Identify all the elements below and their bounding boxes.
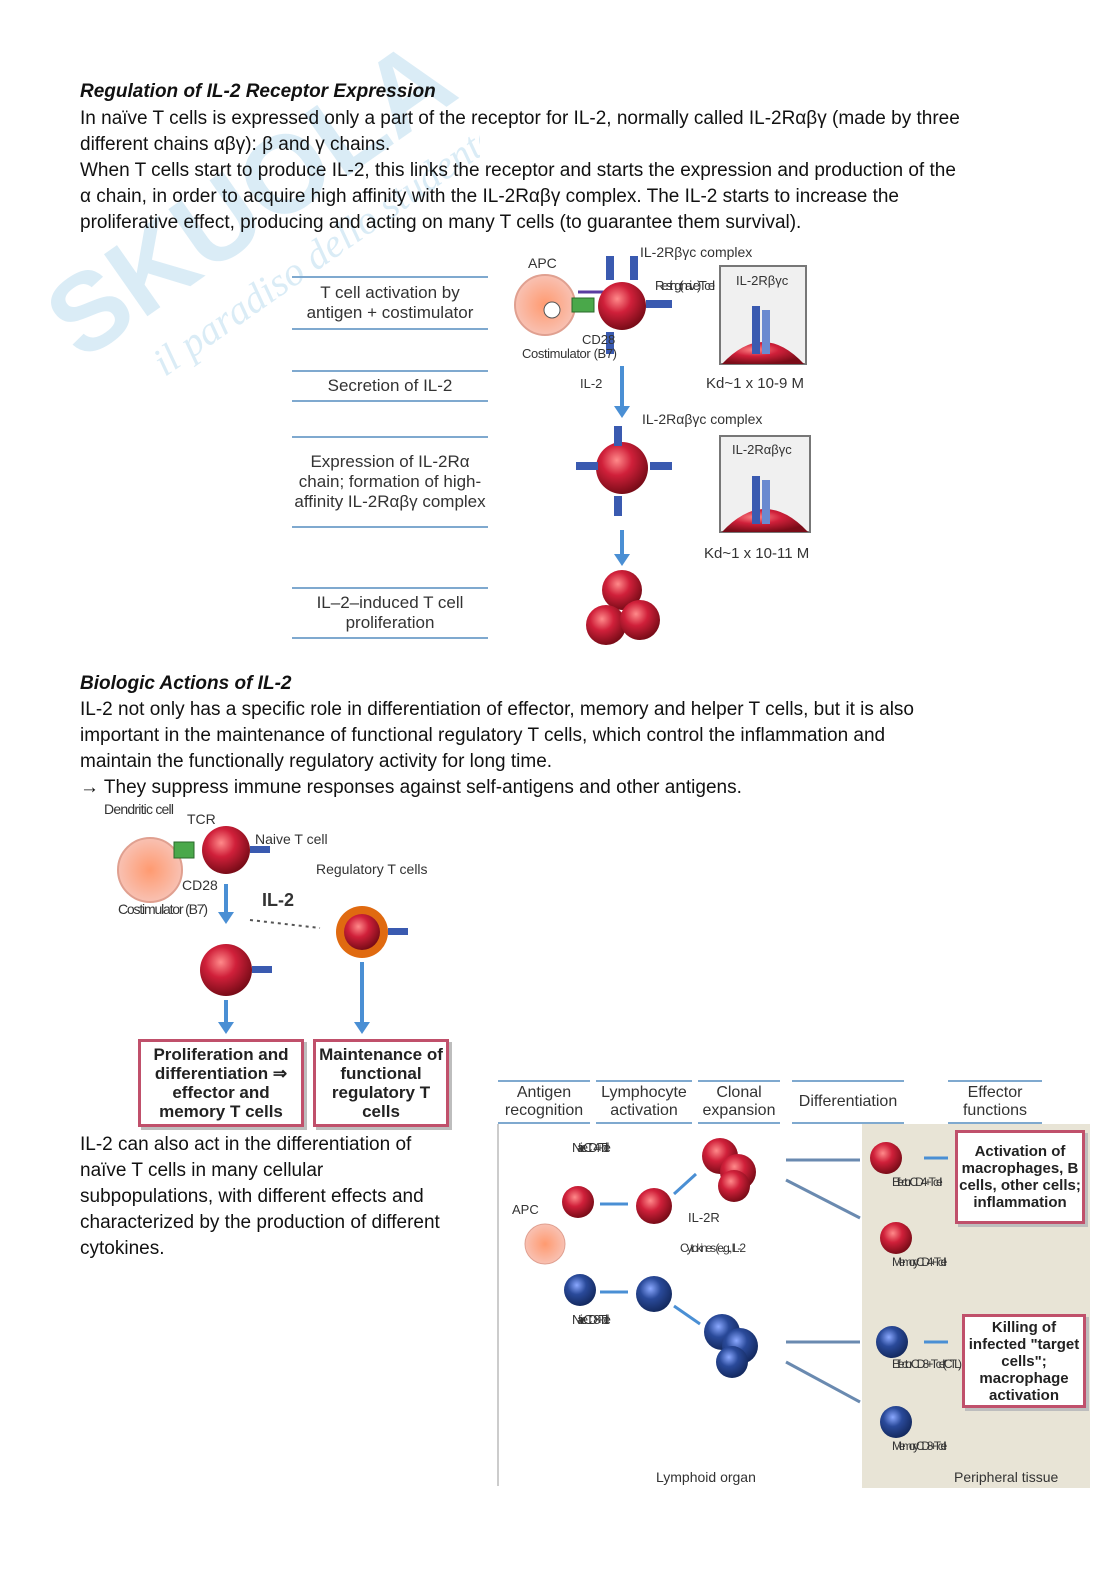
section1-line-5: proliferative effect, producing and acti… <box>80 212 802 233</box>
arrow-right-icon <box>673 1304 701 1326</box>
costimulator-label-2: Costimulator (B7) <box>118 901 208 917</box>
peripheral-label: Peripheral tissue <box>954 1469 1058 1485</box>
effector-cd4-cell <box>870 1142 902 1174</box>
dendritic-label: Dendritic cell <box>104 801 174 817</box>
section3-line-4: characterized by the production of diffe… <box>80 1212 440 1233</box>
il2-label: IL-2 <box>580 376 602 391</box>
resting-t-cell <box>598 256 672 354</box>
cd28-label: CD28 <box>582 332 615 347</box>
kd1-label: Kd~1 x 10-9 M <box>706 375 804 392</box>
figure3-diagram: Naive CD4+ T cell APC IL-2R Cytokines (e… <box>512 1138 1058 1485</box>
complex2-label: IL-2Rαβγc complex <box>642 411 762 427</box>
box-activation: Activation of macrophages, B cells, othe… <box>955 1130 1085 1224</box>
box-proliferation: Proliferation and differentiation ⇒ effe… <box>138 1039 304 1127</box>
lymphoid-organ-border <box>497 1124 499 1486</box>
section3-line-1: IL-2 can also act in the differentiation… <box>80 1134 412 1155</box>
section1-line-4: α chain, in order to acquire high affini… <box>80 186 899 207</box>
costimulator-label: Costimulator (B7) <box>522 346 617 361</box>
kd2-label: Kd~1 x 10-11 M <box>704 545 809 562</box>
memory-cd8-label: Memory CD8+ T cell <box>892 1439 947 1453</box>
section3-line-2: naïve T cells in many cellular <box>80 1160 324 1181</box>
memory-cd8-cell <box>880 1406 912 1438</box>
tcr-label: TCR <box>187 811 216 827</box>
apc-label: APC <box>528 255 557 271</box>
activated-cd4-cell <box>636 1188 672 1224</box>
figure1-step-4: IL–2–induced T cell proliferation <box>292 587 488 639</box>
figure1-diagram: APC IL-2Rβγc complex Resting (naive) T c… <box>514 244 811 645</box>
inset2-label: IL-2Rαβγc <box>732 442 792 457</box>
dendritic-cell <box>117 837 183 903</box>
header-lymphocyte-activation: Lymphocyte activation <box>596 1080 692 1124</box>
apc-label-2: APC <box>512 1202 539 1217</box>
resting-label: Resting (naive) T cell <box>655 278 715 293</box>
header-clonal-expansion: Clonal expansion <box>698 1080 780 1124</box>
naive-cd4-cell <box>562 1186 594 1218</box>
cytokines-label: Cytokines (e.g., IL-2 <box>680 1241 746 1255</box>
effector-cd4-label: Effector CD4+ T cell <box>892 1175 943 1189</box>
section2-line-1: IL-2 not only has a specific role in dif… <box>80 699 914 720</box>
naive-label: Naive T cell <box>255 831 328 847</box>
arrow-right-icon <box>249 919 321 929</box>
figure1-step-1: T cell activation by antigen + costimula… <box>292 276 488 330</box>
inset1-label: IL-2Rβγc <box>736 273 789 288</box>
lymphoid-label: Lymphoid organ <box>656 1469 756 1485</box>
proliferating-t-cells <box>586 570 660 645</box>
il2-label-2: IL-2 <box>262 890 294 910</box>
section1-line-1: In naïve T cells is expressed only a par… <box>80 108 960 129</box>
apc-cell <box>514 274 576 336</box>
naive-cd8-cell <box>564 1274 596 1306</box>
section1-line-2: different chains αβγ): β and γ chains. <box>80 134 391 155</box>
inset-high-affinity: IL-2Rαβγc <box>719 435 811 533</box>
effector-t-cell <box>200 944 252 996</box>
box-maintenance: Maintenance of functional regulatory T c… <box>313 1039 449 1127</box>
naive-t-cell <box>202 826 250 874</box>
inset-low-affinity: IL-2Rβγc <box>719 265 807 365</box>
header-effector-functions: Effector functions <box>948 1080 1042 1124</box>
section3-line-3: subpopulations, with different effects a… <box>80 1186 424 1207</box>
header-antigen-recognition: Antigen recognition <box>498 1080 590 1124</box>
figure1-step-2: Secretion of IL-2 <box>292 370 488 402</box>
effector-cd8-cell <box>876 1326 908 1358</box>
memory-cd4-cell <box>880 1222 912 1254</box>
arrow-right-icon <box>785 1360 861 1404</box>
activated-cd8-cell <box>636 1276 672 1312</box>
box-killing: Killing of infected "target cells"; macr… <box>962 1314 1086 1408</box>
arrow-right-icon <box>785 1178 861 1220</box>
header-differentiation: Differentiation <box>792 1080 904 1124</box>
tcr-icon <box>173 841 195 859</box>
complex1-label: IL-2Rβγc complex <box>640 244 752 260</box>
tcr-mhc-complex <box>571 297 595 313</box>
apc-cell-2 <box>524 1223 566 1265</box>
section2-title: Biologic Actions of IL-2 <box>80 673 292 694</box>
figure2-diagram: Dendritic cell TCR Naive T cell CD28 Cos… <box>104 801 428 1034</box>
effector-cd8-label: Effector CD8+ T cell (CTL) <box>892 1357 962 1371</box>
naive-cd8-label: Naive CD8+ T cell <box>572 1312 611 1327</box>
section1-line-3: When T cells start to produce IL-2, this… <box>80 160 956 181</box>
section1-title: Regulation of IL-2 Receptor Expression <box>80 81 436 102</box>
arrow-right-icon <box>672 1172 698 1196</box>
regulatory-label: Regulatory T cells <box>316 861 428 877</box>
naive-cd4-label: Naive CD4+ T cell <box>572 1140 611 1155</box>
il2r-label: IL-2R <box>688 1210 720 1225</box>
activated-t-cell <box>576 426 672 516</box>
memory-cd4-label: Memory CD4+ T cell <box>892 1255 947 1269</box>
section2-line-2: important in the maintenance of function… <box>80 725 886 746</box>
cd28-label-2: CD28 <box>182 877 218 893</box>
section3-line-5: cytokines. <box>80 1238 165 1259</box>
section2-line-4: → They suppress immune responses against… <box>80 777 742 798</box>
figure1-step-3: Expression of IL-2Rα chain; formation of… <box>292 436 488 528</box>
section2-line-3: maintain the functionally regulatory act… <box>80 751 553 772</box>
